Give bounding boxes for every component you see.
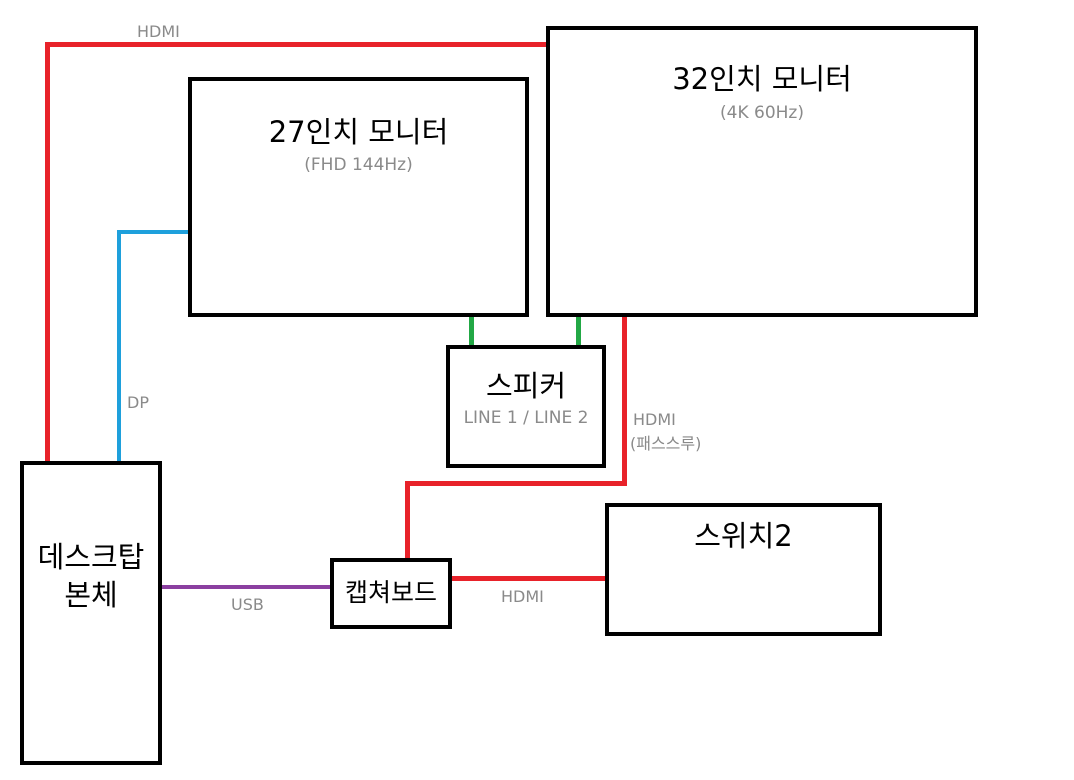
- monitor-27-box: 27인치 모니터 (FHD 144Hz): [188, 77, 529, 317]
- capture-board-box: 캡쳐보드: [330, 558, 452, 629]
- hdmi-wire-mid-horizontal: [405, 481, 627, 486]
- speaker-subtitle: LINE 1 / LINE 2: [463, 408, 589, 428]
- monitor-32-subtitle: (4K 60Hz): [720, 103, 804, 123]
- capture-board-title: 캡쳐보드: [344, 578, 437, 607]
- monitor-27-title: 27인치 모니터: [268, 115, 449, 149]
- hdmi-wire-switch-capture: [450, 576, 609, 581]
- line-wire-27-speaker: [469, 314, 474, 349]
- dp-wire-horizontal: [117, 230, 192, 234]
- speaker-box: 스피커 LINE 1 / LINE 2: [446, 345, 606, 468]
- label-usb: USB: [231, 595, 264, 614]
- desktop-box: 데스크탑 본체: [20, 461, 162, 765]
- label-hdmi-passthrough-1: HDMI: [633, 410, 676, 429]
- speaker-title: 스피커: [485, 369, 567, 403]
- dp-wire-vertical: [117, 230, 121, 465]
- label-hdmi-top: HDMI: [137, 22, 180, 41]
- label-dp: DP: [127, 393, 149, 412]
- label-hdmi-switch: HDMI: [501, 587, 544, 606]
- switch2-title: 스위치2: [694, 519, 793, 553]
- hdmi-wire-top-horizontal: [45, 42, 550, 47]
- desktop-title-line2: 본체: [64, 578, 118, 612]
- usb-wire: [160, 585, 333, 589]
- line-wire-32-speaker: [576, 314, 581, 349]
- monitor-32-box: 32인치 모니터 (4K 60Hz): [546, 26, 978, 317]
- desktop-title-line1: 데스크탑: [37, 540, 145, 574]
- hdmi-wire-desktop-vertical: [45, 42, 50, 465]
- monitor-27-subtitle: (FHD 144Hz): [304, 155, 413, 175]
- hdmi-wire-to-capture: [405, 481, 410, 561]
- label-hdmi-passthrough-2: (패스스루): [630, 434, 702, 453]
- hdmi-wire-32-down: [622, 314, 627, 486]
- monitor-32-title: 32인치 모니터: [672, 62, 852, 96]
- switch2-box: 스위치2: [605, 503, 882, 636]
